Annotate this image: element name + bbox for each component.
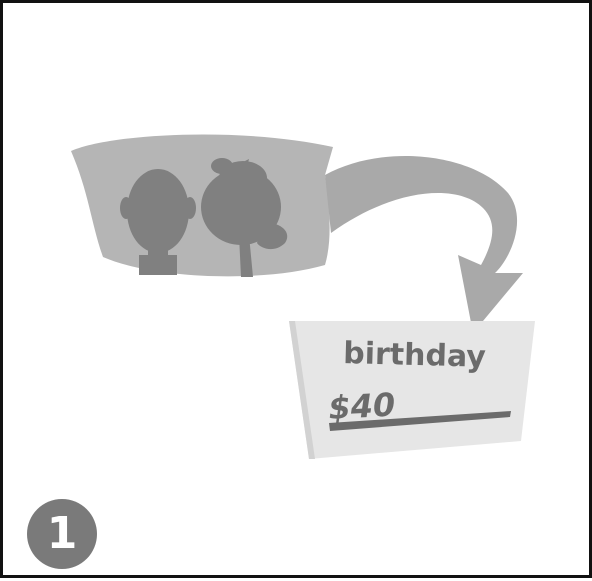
curved-arrow-icon xyxy=(325,156,523,333)
tag-label: birthday xyxy=(343,336,487,375)
step-number-badge: 1 xyxy=(27,499,97,569)
panel-illustration: birthday $40 xyxy=(3,3,592,581)
